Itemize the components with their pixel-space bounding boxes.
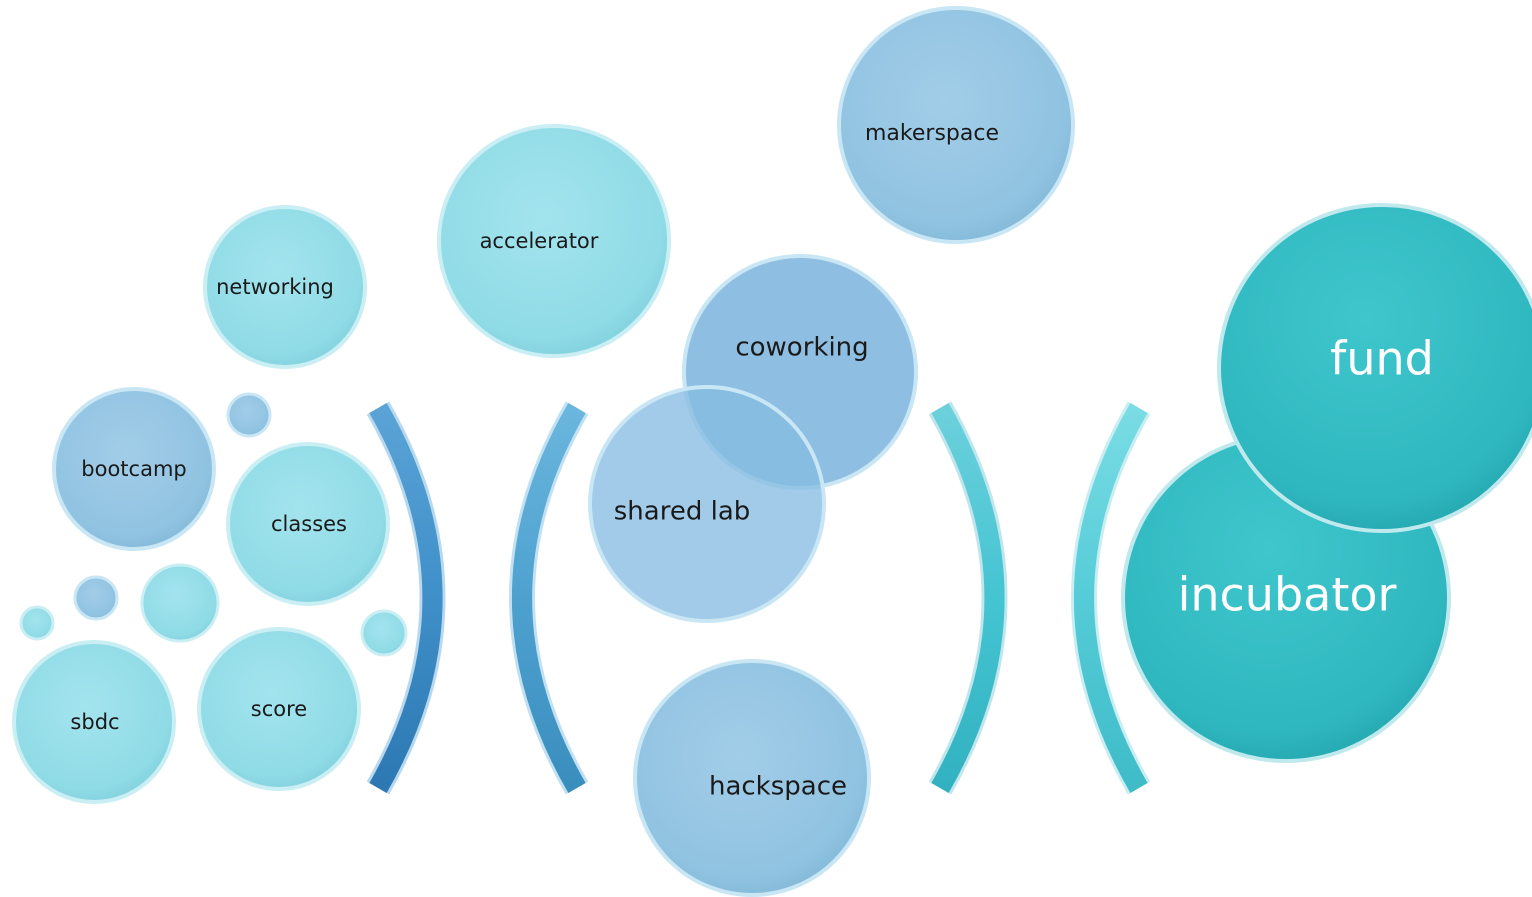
bubble-bootcamp: bootcamp bbox=[52, 387, 216, 551]
bubble-shared-lab: shared lab bbox=[588, 385, 826, 623]
bubble-fund: fund bbox=[1217, 203, 1532, 533]
bubble-accelerator-label: accelerator bbox=[480, 229, 599, 253]
bubble-hackspace-label: hackspace bbox=[709, 772, 847, 802]
small-bubble bbox=[73, 575, 119, 621]
bubble-networking: networking bbox=[203, 205, 367, 369]
bubble-classes-label: classes bbox=[271, 512, 347, 536]
small-bubble bbox=[360, 609, 408, 657]
bubble-sbdc-label: sbdc bbox=[70, 710, 119, 734]
bubble-makerspace-label: makerspace bbox=[865, 121, 999, 146]
bubble-networking-label: networking bbox=[216, 275, 334, 299]
bubble-hackspace: hackspace bbox=[633, 659, 871, 897]
bubble-sbdc: sbdc bbox=[12, 640, 176, 804]
arc-bracket-right-open bbox=[1071, 401, 1151, 795]
arc-bracket-right-close bbox=[928, 401, 1008, 795]
arc-bracket-left-close bbox=[366, 401, 446, 795]
arc-bracket-left-open bbox=[509, 401, 589, 795]
bubble-fund-label: fund bbox=[1330, 332, 1434, 386]
small-bubble bbox=[140, 563, 220, 643]
bubble-makerspace: makerspace bbox=[837, 6, 1075, 244]
bubble-score-label: score bbox=[251, 697, 307, 721]
bubble-incubator-label: incubator bbox=[1178, 568, 1397, 622]
small-bubble bbox=[19, 605, 55, 641]
bubble-classes: classes bbox=[226, 442, 390, 606]
bubble-coworking-label: coworking bbox=[735, 333, 868, 363]
small-bubble bbox=[226, 392, 272, 438]
bubble-score: score bbox=[197, 627, 361, 791]
bubble-shared-lab-label: shared lab bbox=[614, 497, 751, 527]
bubble-bootcamp-label: bootcamp bbox=[81, 457, 186, 481]
bubble-accelerator: accelerator bbox=[437, 124, 671, 358]
